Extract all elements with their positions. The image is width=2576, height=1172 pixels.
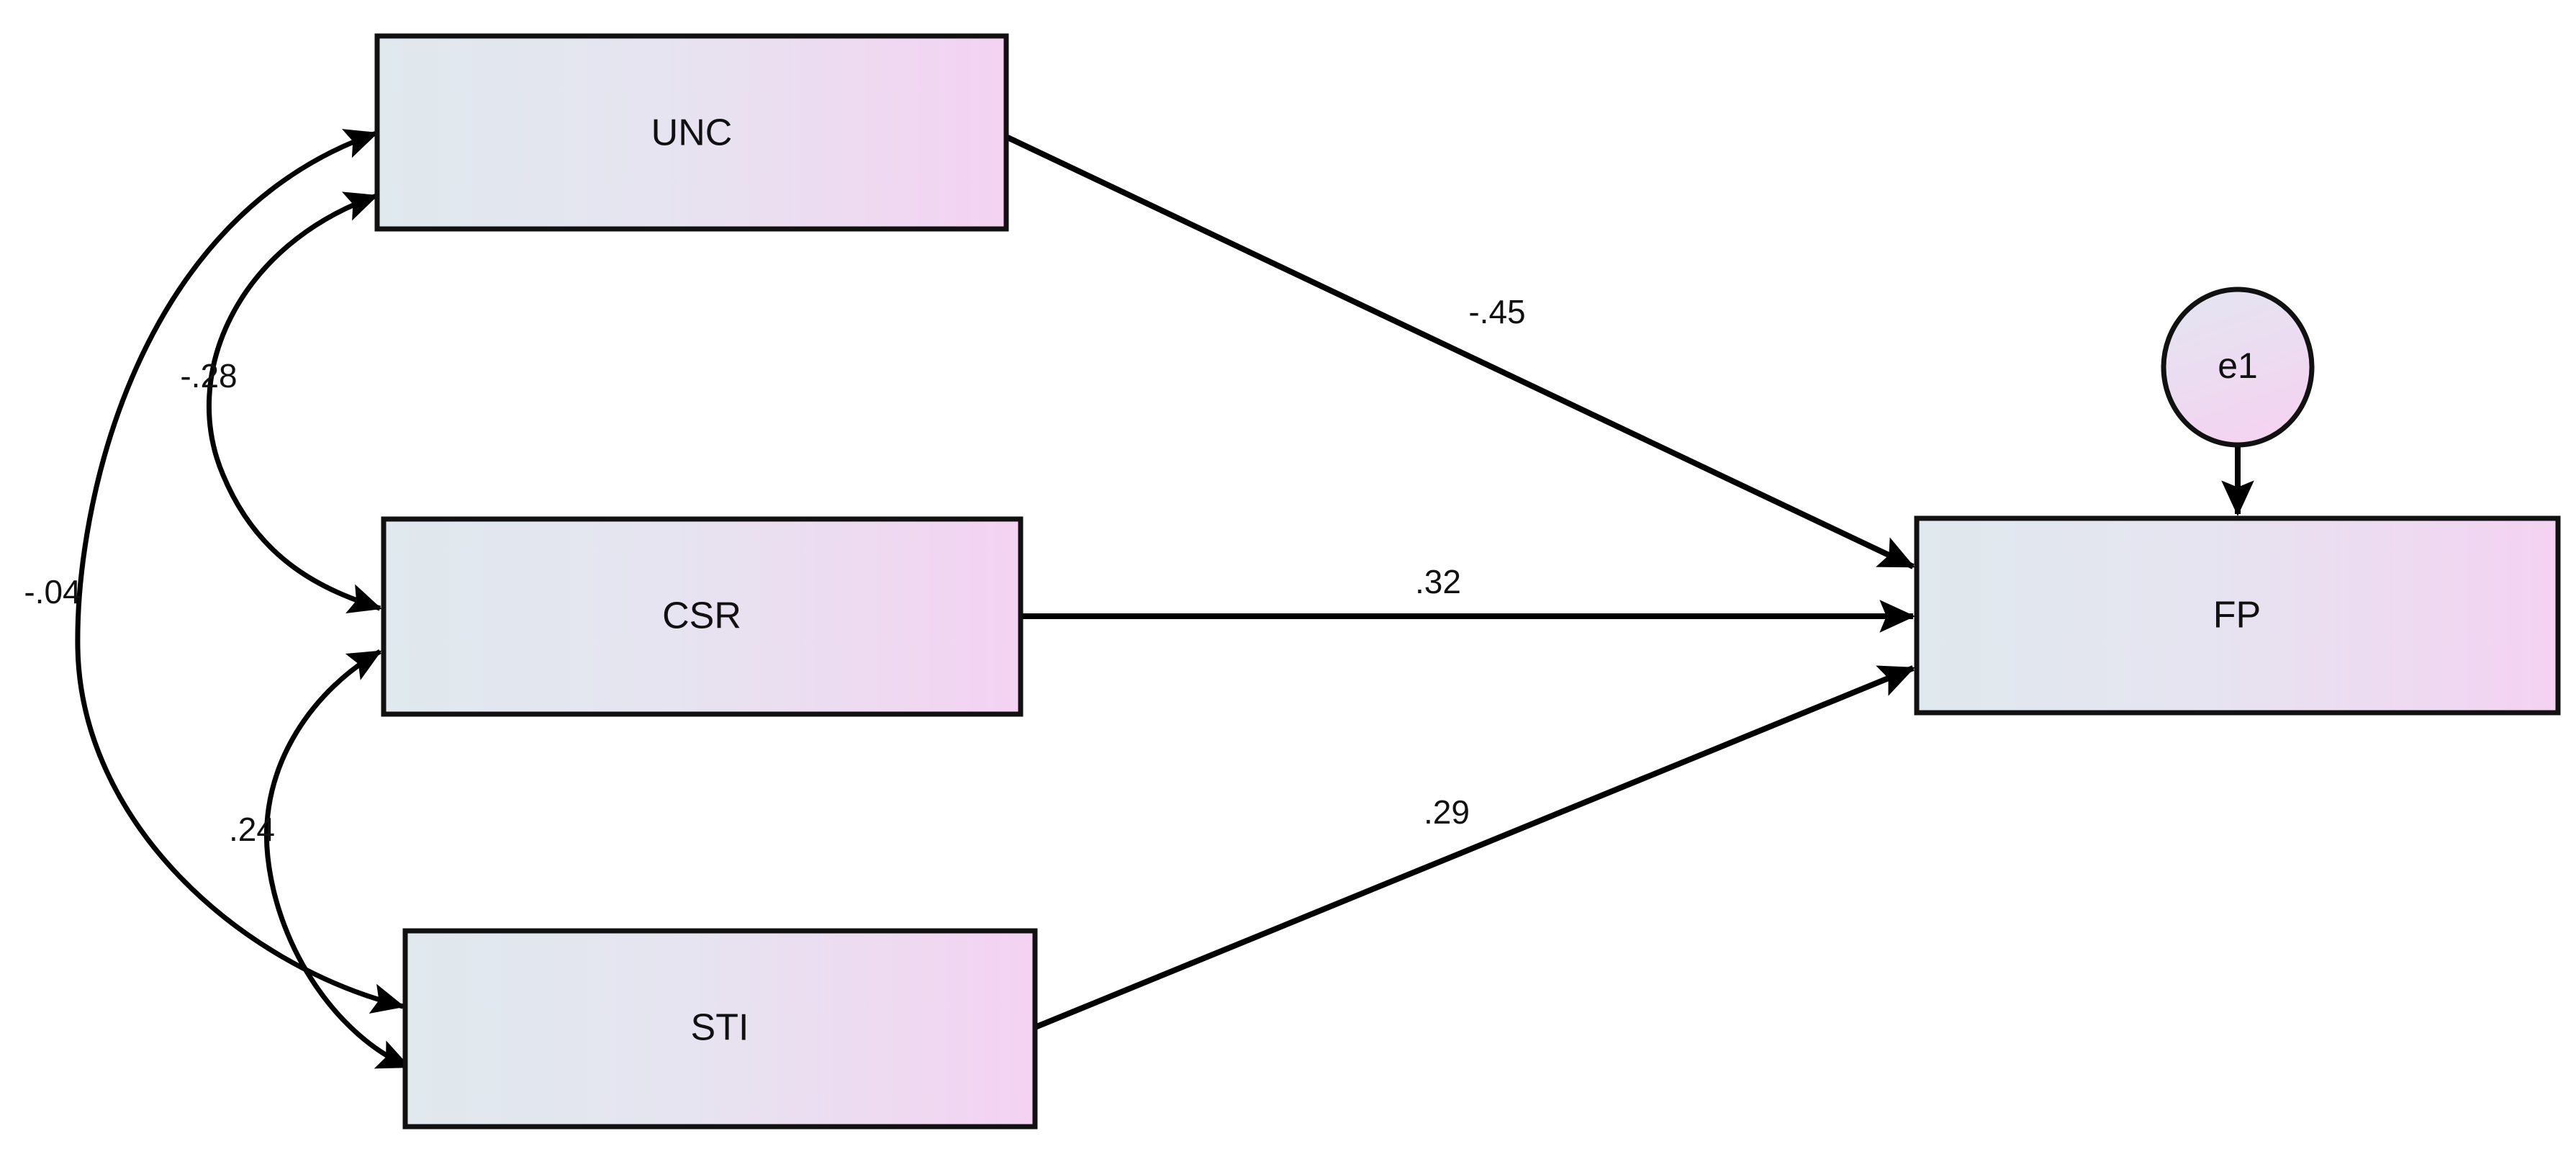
coefficient-label-csr-to-fp: .32	[1415, 563, 1461, 600]
correlation-curve-unc-sti[interactable]	[75, 129, 405, 1014]
node-fp-rect[interactable]	[1914, 515, 2561, 716]
coefficient-label-sti-to-fp: .29	[1424, 793, 1470, 831]
node-sti[interactable]: STI	[402, 928, 1038, 1130]
coefficient-label-unc-sti: -.04	[24, 573, 81, 610]
node-e1-label: e1	[2218, 346, 2258, 386]
node-csr-rect[interactable]	[381, 516, 1023, 717]
node-fp-label: FP	[2213, 595, 2261, 636]
coefficient-label-csr-sti: .24	[229, 811, 275, 848]
node-unc-label: UNC	[651, 112, 733, 154]
node-sti-rect[interactable]	[402, 928, 1038, 1130]
node-unc-rect[interactable]	[374, 33, 1009, 232]
node-sti-label: STI	[691, 1007, 749, 1049]
node-e1[interactable]: e1	[2161, 287, 2315, 448]
node-fp[interactable]: FP	[1914, 515, 2561, 716]
node-e1-ellipse[interactable]	[2161, 287, 2315, 448]
path-arrow-sti-to-fp[interactable]	[1034, 665, 1915, 1030]
coefficient-label-unc-csr: -.28	[180, 357, 237, 395]
correlation-curve-csr-sti[interactable]	[264, 649, 411, 1070]
node-unc[interactable]: UNC	[374, 33, 1009, 232]
node-csr[interactable]: CSR	[381, 516, 1023, 717]
correlation-curve-unc-csr[interactable]	[206, 191, 382, 613]
path-arrow-unc-to-fp[interactable]	[1005, 134, 1915, 569]
node-csr-label: CSR	[662, 595, 741, 637]
coefficient-label-unc-to-fp: -.45	[1468, 293, 1525, 330]
